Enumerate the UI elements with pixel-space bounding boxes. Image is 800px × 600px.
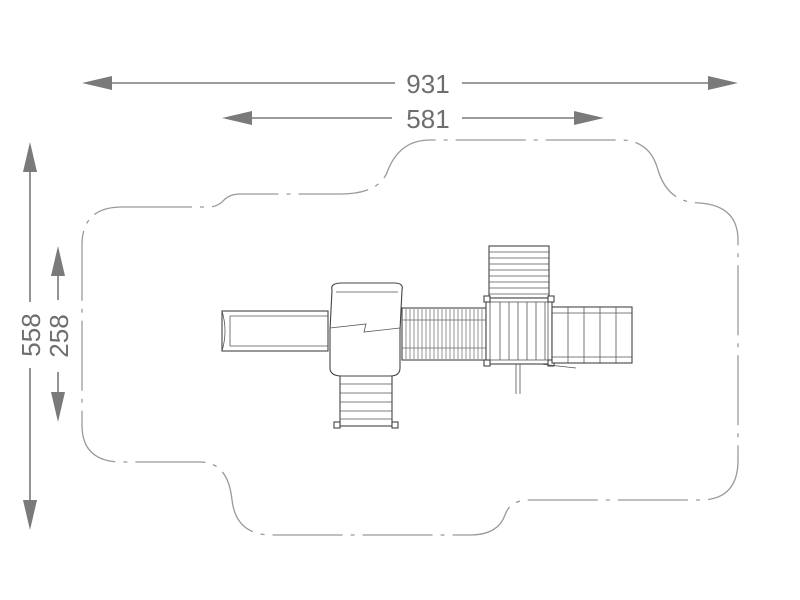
right-climbing-ramp	[551, 306, 633, 364]
overall-width-dimension: 931	[82, 69, 738, 99]
safety-zone-outline	[81, 139, 739, 536]
roof-panel	[488, 245, 550, 299]
overall-depth-dimension: 558	[16, 142, 46, 530]
front-ladder	[333, 372, 399, 429]
structure-depth-label: 258	[44, 314, 74, 357]
square-platform	[483, 295, 577, 394]
overall-width-label: 931	[406, 69, 449, 99]
structure-width-dimension: 581	[222, 104, 604, 134]
crawl-tube	[401, 307, 487, 361]
round-tower	[329, 282, 403, 377]
left-slide	[221, 310, 329, 352]
structure-depth-dimension: 258	[44, 246, 74, 422]
structure-width-label: 581	[406, 104, 449, 134]
overall-depth-label: 558	[16, 313, 46, 356]
